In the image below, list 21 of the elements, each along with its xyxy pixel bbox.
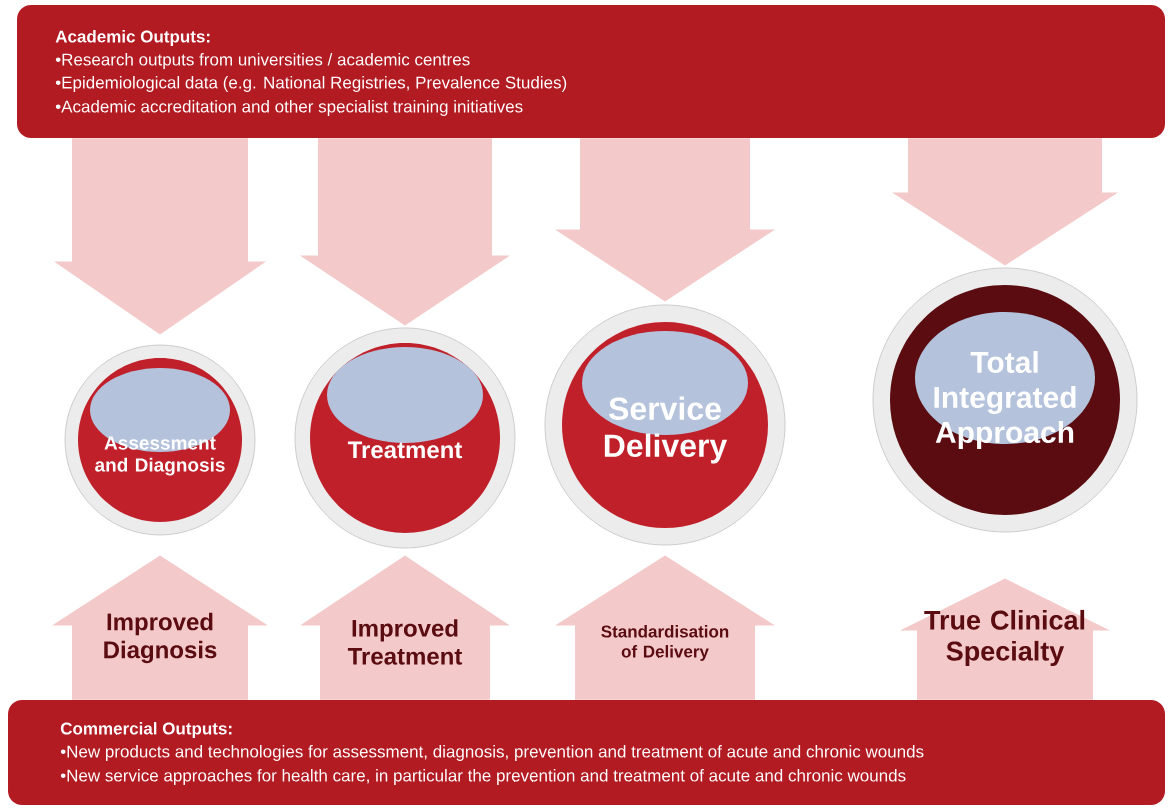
block-arrow xyxy=(300,138,510,326)
bullet-text: •Research outputs from universities / academic centres xyxy=(55,53,470,69)
output-band xyxy=(8,700,1165,805)
block-arrow xyxy=(300,555,510,700)
bullet-text: •New products and technologies for assessment, diagnosis, prevention and treatment of acute and chronic wounds xyxy=(60,745,924,761)
bullet-text: •New service approaches for health care, in particular the prevention and treatment of acute and chronic wounds xyxy=(60,769,906,785)
edge-label: Improved Diagnosis xyxy=(104,612,217,664)
edge-label: Improved Treatment xyxy=(347,619,463,665)
block-arrow xyxy=(555,555,775,700)
heading: Academic Outputs: xyxy=(55,30,210,46)
block-arrow xyxy=(900,578,1110,700)
heading: Commercial Outputs: xyxy=(60,722,232,738)
output-band xyxy=(17,5,1165,138)
block-arrow xyxy=(54,138,266,335)
bullet-text: •Academic accreditation and other specialist training initiatives xyxy=(55,100,523,116)
block-arrow xyxy=(555,138,775,302)
block-arrow xyxy=(892,138,1118,266)
edge-label: True Clinical Specialty xyxy=(924,609,1085,667)
edge-label: Standardisation of Delivery xyxy=(601,625,729,661)
bullet-text: •Epidemiological data (e.g. National Registries, Prevalence Studies) xyxy=(55,76,567,92)
block-arrow xyxy=(52,555,268,700)
